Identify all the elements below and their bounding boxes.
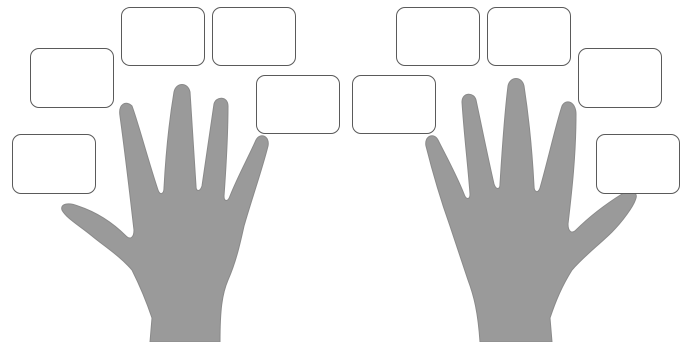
- answer-box-left-index[interactable]: [30, 48, 114, 108]
- answer-box-right-index[interactable]: [578, 48, 662, 108]
- answer-box-right-ring[interactable]: [396, 7, 480, 66]
- answer-box-left-ring[interactable]: [212, 7, 296, 66]
- answer-box-left-middle[interactable]: [121, 7, 205, 66]
- left-hand-icon: [62, 85, 269, 342]
- answer-box-left-thumb[interactable]: [12, 134, 96, 194]
- answer-box-right-little[interactable]: [352, 75, 436, 134]
- right-hand-icon: [426, 79, 637, 342]
- answer-box-right-middle[interactable]: [487, 7, 571, 66]
- answer-box-left-little[interactable]: [256, 75, 340, 134]
- answer-box-right-thumb[interactable]: [596, 134, 680, 194]
